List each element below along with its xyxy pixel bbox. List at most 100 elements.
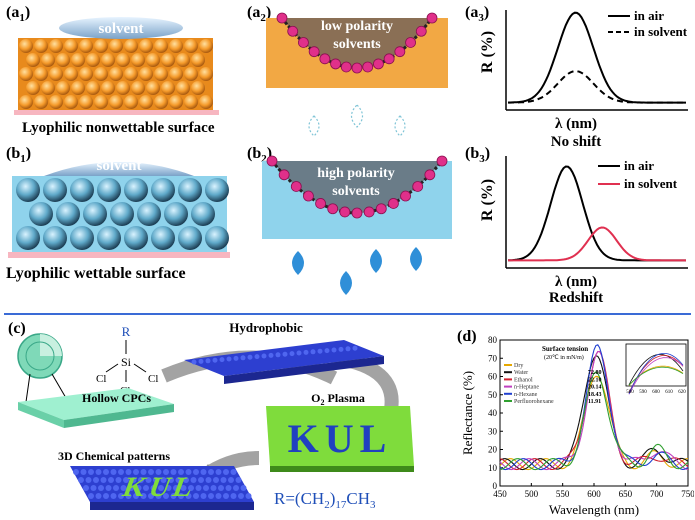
orange-sphere	[41, 81, 55, 95]
polymer-bead	[327, 203, 339, 215]
chart-a3-xlabel: λ (nm)	[555, 116, 597, 132]
r-formula: R=(CH2)17CH3	[274, 489, 376, 511]
polymer-bead	[319, 53, 331, 65]
orange-sphere	[64, 95, 78, 109]
pattern-sphere	[235, 477, 242, 483]
pattern-sphere	[85, 477, 92, 483]
polymer-bead	[315, 198, 326, 209]
chart-b3-ylabel: R (%)	[479, 179, 496, 221]
legend-b3-solvent: in solvent	[624, 176, 678, 191]
polymer-bead	[278, 169, 290, 181]
blue-sphere	[205, 178, 229, 202]
hydrophobic-sphere	[247, 354, 253, 360]
pattern-sphere	[185, 493, 192, 499]
x-tick-label: 700	[650, 489, 664, 499]
hydrophobic-label: Hydrophobic	[229, 320, 303, 335]
orange-sphere	[109, 67, 123, 81]
legend-a3-solvent: in solvent	[634, 24, 688, 39]
x-tick-label: 450	[493, 489, 507, 499]
hydrophobic-sphere	[226, 356, 232, 362]
blue-sphere	[178, 178, 202, 202]
pattern-sphere	[88, 469, 94, 475]
pattern-sphere	[183, 477, 189, 483]
chart-a3-ylabel: R (%)	[479, 31, 496, 73]
orange-sphere	[101, 81, 115, 95]
pattern-sphere	[150, 485, 157, 491]
orange-sphere	[139, 39, 153, 53]
legend-name: n-Hexane	[514, 392, 538, 398]
pattern-sphere	[193, 469, 199, 475]
inset-tick-label: 590	[639, 390, 647, 395]
panel-label-b3: (b3)	[465, 145, 491, 166]
pattern-sphere	[155, 493, 162, 499]
pattern-sphere	[225, 485, 232, 491]
hydrophobic-sphere	[219, 357, 225, 363]
pattern-sphere	[140, 493, 147, 499]
pattern-sphere	[108, 477, 114, 483]
kul-pattern-text: KUL	[288, 416, 393, 461]
inset-tick-label: 610	[665, 390, 673, 395]
orange-sphere	[154, 67, 168, 81]
polymer-bead	[303, 190, 314, 202]
blue-sphere	[110, 202, 134, 226]
orange-sphere	[34, 67, 48, 81]
polymer-bead	[400, 190, 411, 202]
pattern-sphere	[78, 477, 84, 483]
series-n-Hexane	[499, 344, 689, 471]
solvent-label-b: solvent	[97, 158, 142, 174]
legend-name: Ethanol	[514, 377, 533, 383]
pattern-sphere	[123, 477, 129, 483]
hollow-cpcs-label: Hollow CPCs	[82, 391, 151, 405]
orange-sphere	[199, 67, 213, 81]
panel-label-a1: (a1)	[6, 4, 31, 25]
orange-sphere	[169, 67, 183, 81]
x-tick-label: 600	[587, 489, 601, 499]
orange-sphere	[109, 95, 123, 109]
pattern-sphere	[238, 493, 244, 499]
blue-sphere	[151, 226, 175, 250]
chart-b3-caption: Redshift	[549, 290, 603, 305]
orange-sphere	[109, 39, 123, 53]
orange-sphere	[26, 81, 40, 95]
inset-series	[628, 357, 684, 395]
caption-b1: Lyophilic wettable surface	[6, 265, 186, 282]
x-tick-label: 650	[619, 489, 633, 499]
orange-sphere	[64, 39, 78, 53]
solvents-text: solvents	[333, 37, 381, 52]
orange-sphere	[64, 67, 78, 81]
pattern-sphere	[148, 469, 154, 475]
polymer-bead	[426, 12, 438, 24]
polymer-bead	[412, 181, 424, 192]
hydrophobic-sphere	[261, 353, 267, 359]
legend-value: 18.43	[588, 392, 602, 398]
polymer-bead	[308, 46, 320, 58]
orange-sphere	[101, 53, 115, 67]
pattern-sphere	[180, 485, 187, 491]
hydrophobic-sphere	[289, 351, 295, 357]
orange-sphere	[86, 81, 100, 95]
pattern-sphere	[100, 477, 107, 483]
polymer-bead	[340, 61, 352, 73]
panel-label-d: (d)	[457, 328, 477, 345]
hydrophobic-sphere	[352, 345, 358, 351]
y-tick-label: 20	[488, 445, 498, 455]
silane-si: Si	[121, 355, 132, 369]
pattern-sphere	[173, 485, 179, 491]
polymer-bead	[276, 12, 288, 24]
legend-name: Dry	[514, 363, 523, 369]
pattern-sphere	[208, 493, 214, 499]
silane-cl-1: Cl	[96, 373, 106, 385]
orange-sphere	[26, 53, 40, 67]
orange-sphere	[49, 67, 63, 81]
orange-sphere	[79, 39, 93, 53]
polymer-bead	[436, 155, 448, 167]
pattern-sphere	[203, 485, 209, 491]
panel-label-a2: (a2)	[247, 4, 272, 25]
chart-b3-xlabel: λ (nm)	[555, 274, 597, 290]
pattern-sphere	[178, 469, 184, 475]
y-tick-label: 50	[488, 390, 498, 400]
blue-sphere	[43, 226, 67, 250]
inset-series	[628, 353, 684, 386]
solvents-text-b: solvents	[332, 184, 380, 199]
pattern-sphere	[143, 485, 149, 491]
